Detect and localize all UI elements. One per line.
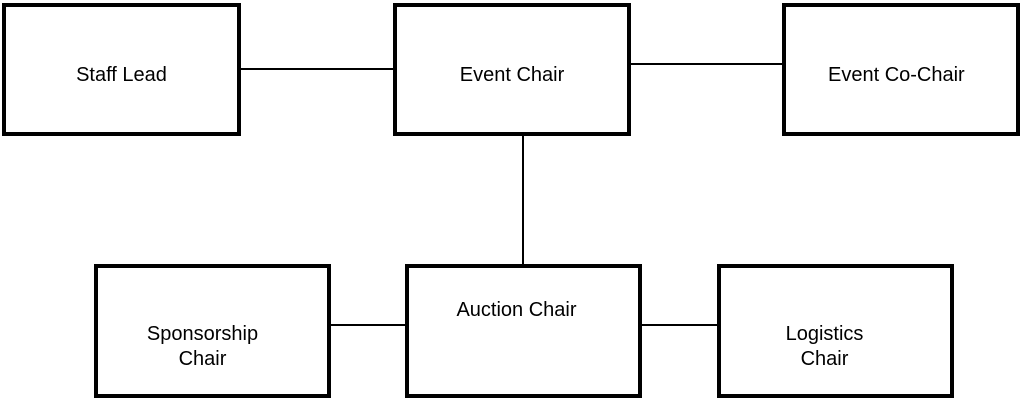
event-chair-label: Event Chair	[459, 64, 565, 86]
event-cochair-box: Event Co-Chair	[782, 3, 1020, 136]
event-cochair-label: Event Co-Chair	[828, 64, 965, 86]
staff-lead-label: Staff Lead	[76, 64, 167, 86]
sponsorship-chair-label-line-2: Chair	[178, 348, 227, 370]
logistics-chair-label-line-1: Logistics	[785, 323, 864, 345]
logistics-chair-box: Logistics Chair	[717, 264, 954, 398]
auction-chair-label: Auction Chair	[456, 299, 577, 321]
sponsorship-chair-box: Sponsorship Chair	[94, 264, 331, 398]
sponsorship-chair-label-line-1: Sponsorship	[146, 323, 259, 345]
event-chair-box: Event Chair	[393, 3, 631, 136]
auction-chair-box: Auction Chair	[405, 264, 642, 398]
logistics-chair-label-line-2: Chair	[800, 348, 849, 370]
staff-lead-box: Staff Lead	[2, 3, 241, 136]
sponsorship-chair-label: Sponsorship Chair	[98, 322, 307, 372]
logistics-chair-label: Logistics Chair	[721, 322, 928, 372]
